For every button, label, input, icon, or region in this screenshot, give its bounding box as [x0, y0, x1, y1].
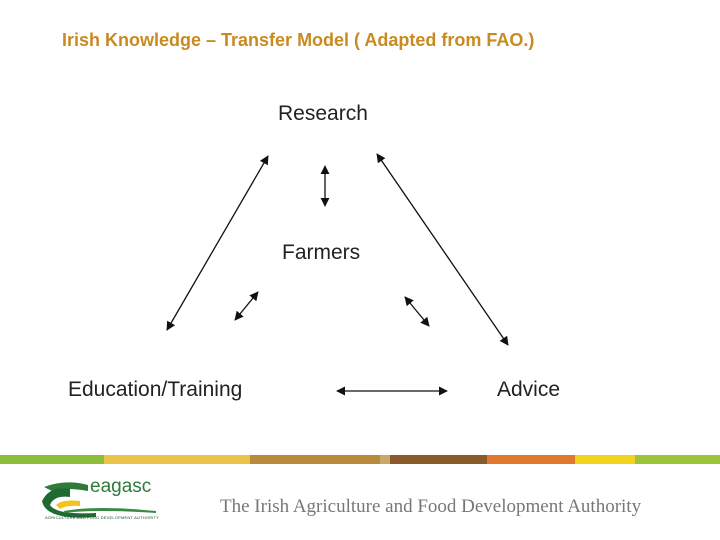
teagasc-logo-icon [42, 482, 156, 518]
arrow-research-advice [376, 153, 509, 346]
arrow-farmers-education [234, 291, 259, 321]
band-segment [390, 455, 487, 464]
band-segment [575, 455, 635, 464]
band-segment [635, 455, 720, 464]
footer-tagline: The Irish Agriculture and Food Developme… [220, 496, 642, 517]
band-segment [0, 455, 104, 464]
band-segment [487, 455, 575, 464]
band-segment [104, 455, 250, 464]
logo-subtitle: AGRICULTURE AND FOOD DEVELOPMENT AUTHORI… [45, 515, 160, 520]
band-segment [380, 455, 390, 464]
node-advice: Advice [497, 378, 561, 401]
color-band [0, 455, 720, 464]
arrow-research-education [166, 155, 269, 331]
arrow-farmers-advice [404, 296, 430, 327]
node-farmers: Farmers [282, 241, 361, 264]
diagram-title: Irish Knowledge – Transfer Model ( Adapt… [62, 30, 535, 50]
logo-wordmark: eagasc [90, 476, 152, 497]
band-segment [250, 455, 380, 464]
node-research: Research [278, 102, 368, 125]
node-education-training: Education/Training [68, 378, 243, 401]
